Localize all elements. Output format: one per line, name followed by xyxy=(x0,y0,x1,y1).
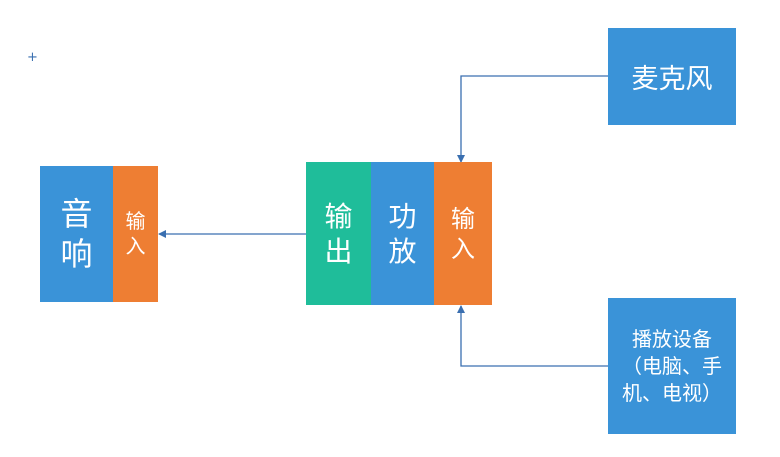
speaker-input-label: 输 入 xyxy=(125,209,146,258)
crosshair-icon: + xyxy=(27,50,38,65)
playback-device-label: 播放设备 （电脑、手 机、电视） xyxy=(622,326,722,405)
amp-input-box: 输 入 xyxy=(434,162,492,305)
amp-output-label: 输 出 xyxy=(324,199,353,268)
amp-name-box: 功 放 xyxy=(371,162,434,305)
mic-to-amp-arrow xyxy=(457,75,608,163)
microphone-label: 麦克风 xyxy=(631,64,713,95)
speaker-box: 音 响 xyxy=(40,166,113,302)
microphone-box: 麦克风 xyxy=(608,28,736,125)
playback-device-box: 播放设备 （电脑、手 机、电视） xyxy=(608,298,736,434)
amp-output-box: 输 出 xyxy=(306,162,371,305)
speaker-label: 音 响 xyxy=(60,195,93,273)
amp-name-label: 功 放 xyxy=(388,199,417,268)
device-to-amp-arrow xyxy=(457,305,608,367)
amp-input-label: 输 入 xyxy=(451,204,475,263)
speaker-input-box: 输 入 xyxy=(113,166,158,302)
